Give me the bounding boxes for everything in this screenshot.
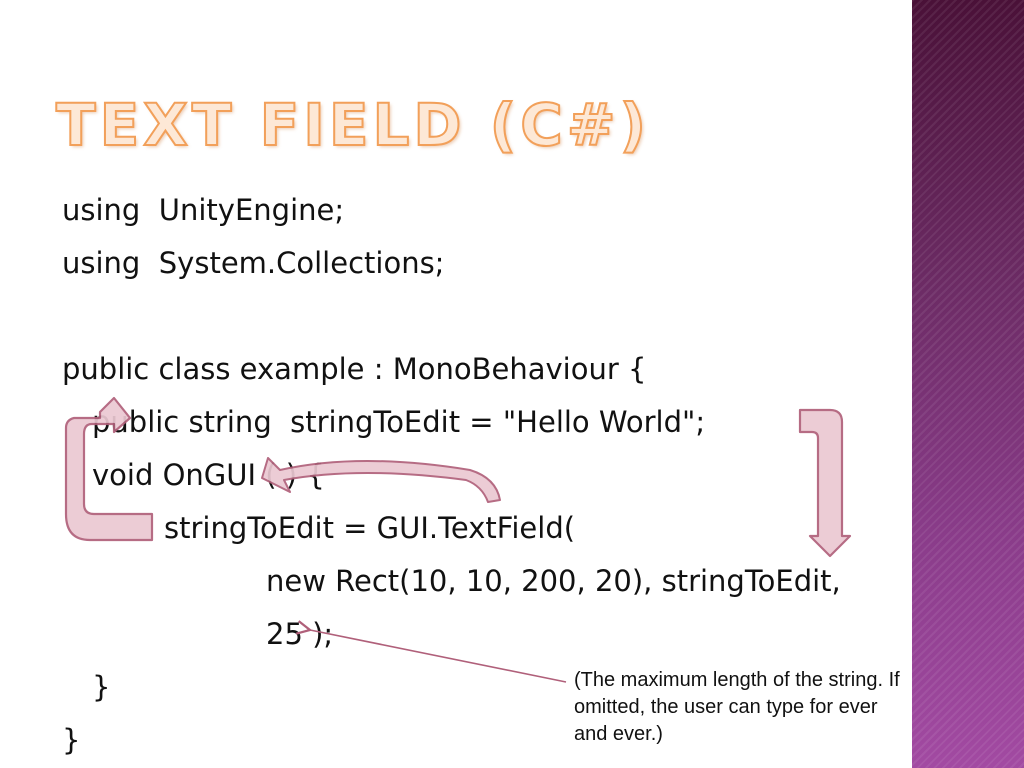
code-line: using System.Collections;	[62, 246, 445, 280]
decorative-side-band	[912, 0, 1024, 768]
code-line: new Rect(10, 10, 200, 20), stringToEdit,	[266, 564, 841, 598]
code-line: }	[92, 670, 111, 704]
code-line: public string stringToEdit = "Hello Worl…	[92, 405, 706, 439]
annotation-note: (The maximum length of the string. If om…	[574, 669, 900, 745]
code-line: using UnityEngine;	[62, 193, 345, 227]
code-block: using UnityEngine; using System.Collecti…	[62, 193, 841, 757]
code-line: }	[62, 723, 81, 757]
code-line: void OnGUI ( ) {	[92, 458, 325, 492]
slide-title: Text Field (C#)	[55, 91, 650, 159]
code-line: 25 );	[266, 617, 334, 651]
code-line: public class example : MonoBehaviour {	[62, 352, 647, 386]
code-line: stringToEdit = GUI.TextField(	[164, 511, 576, 545]
